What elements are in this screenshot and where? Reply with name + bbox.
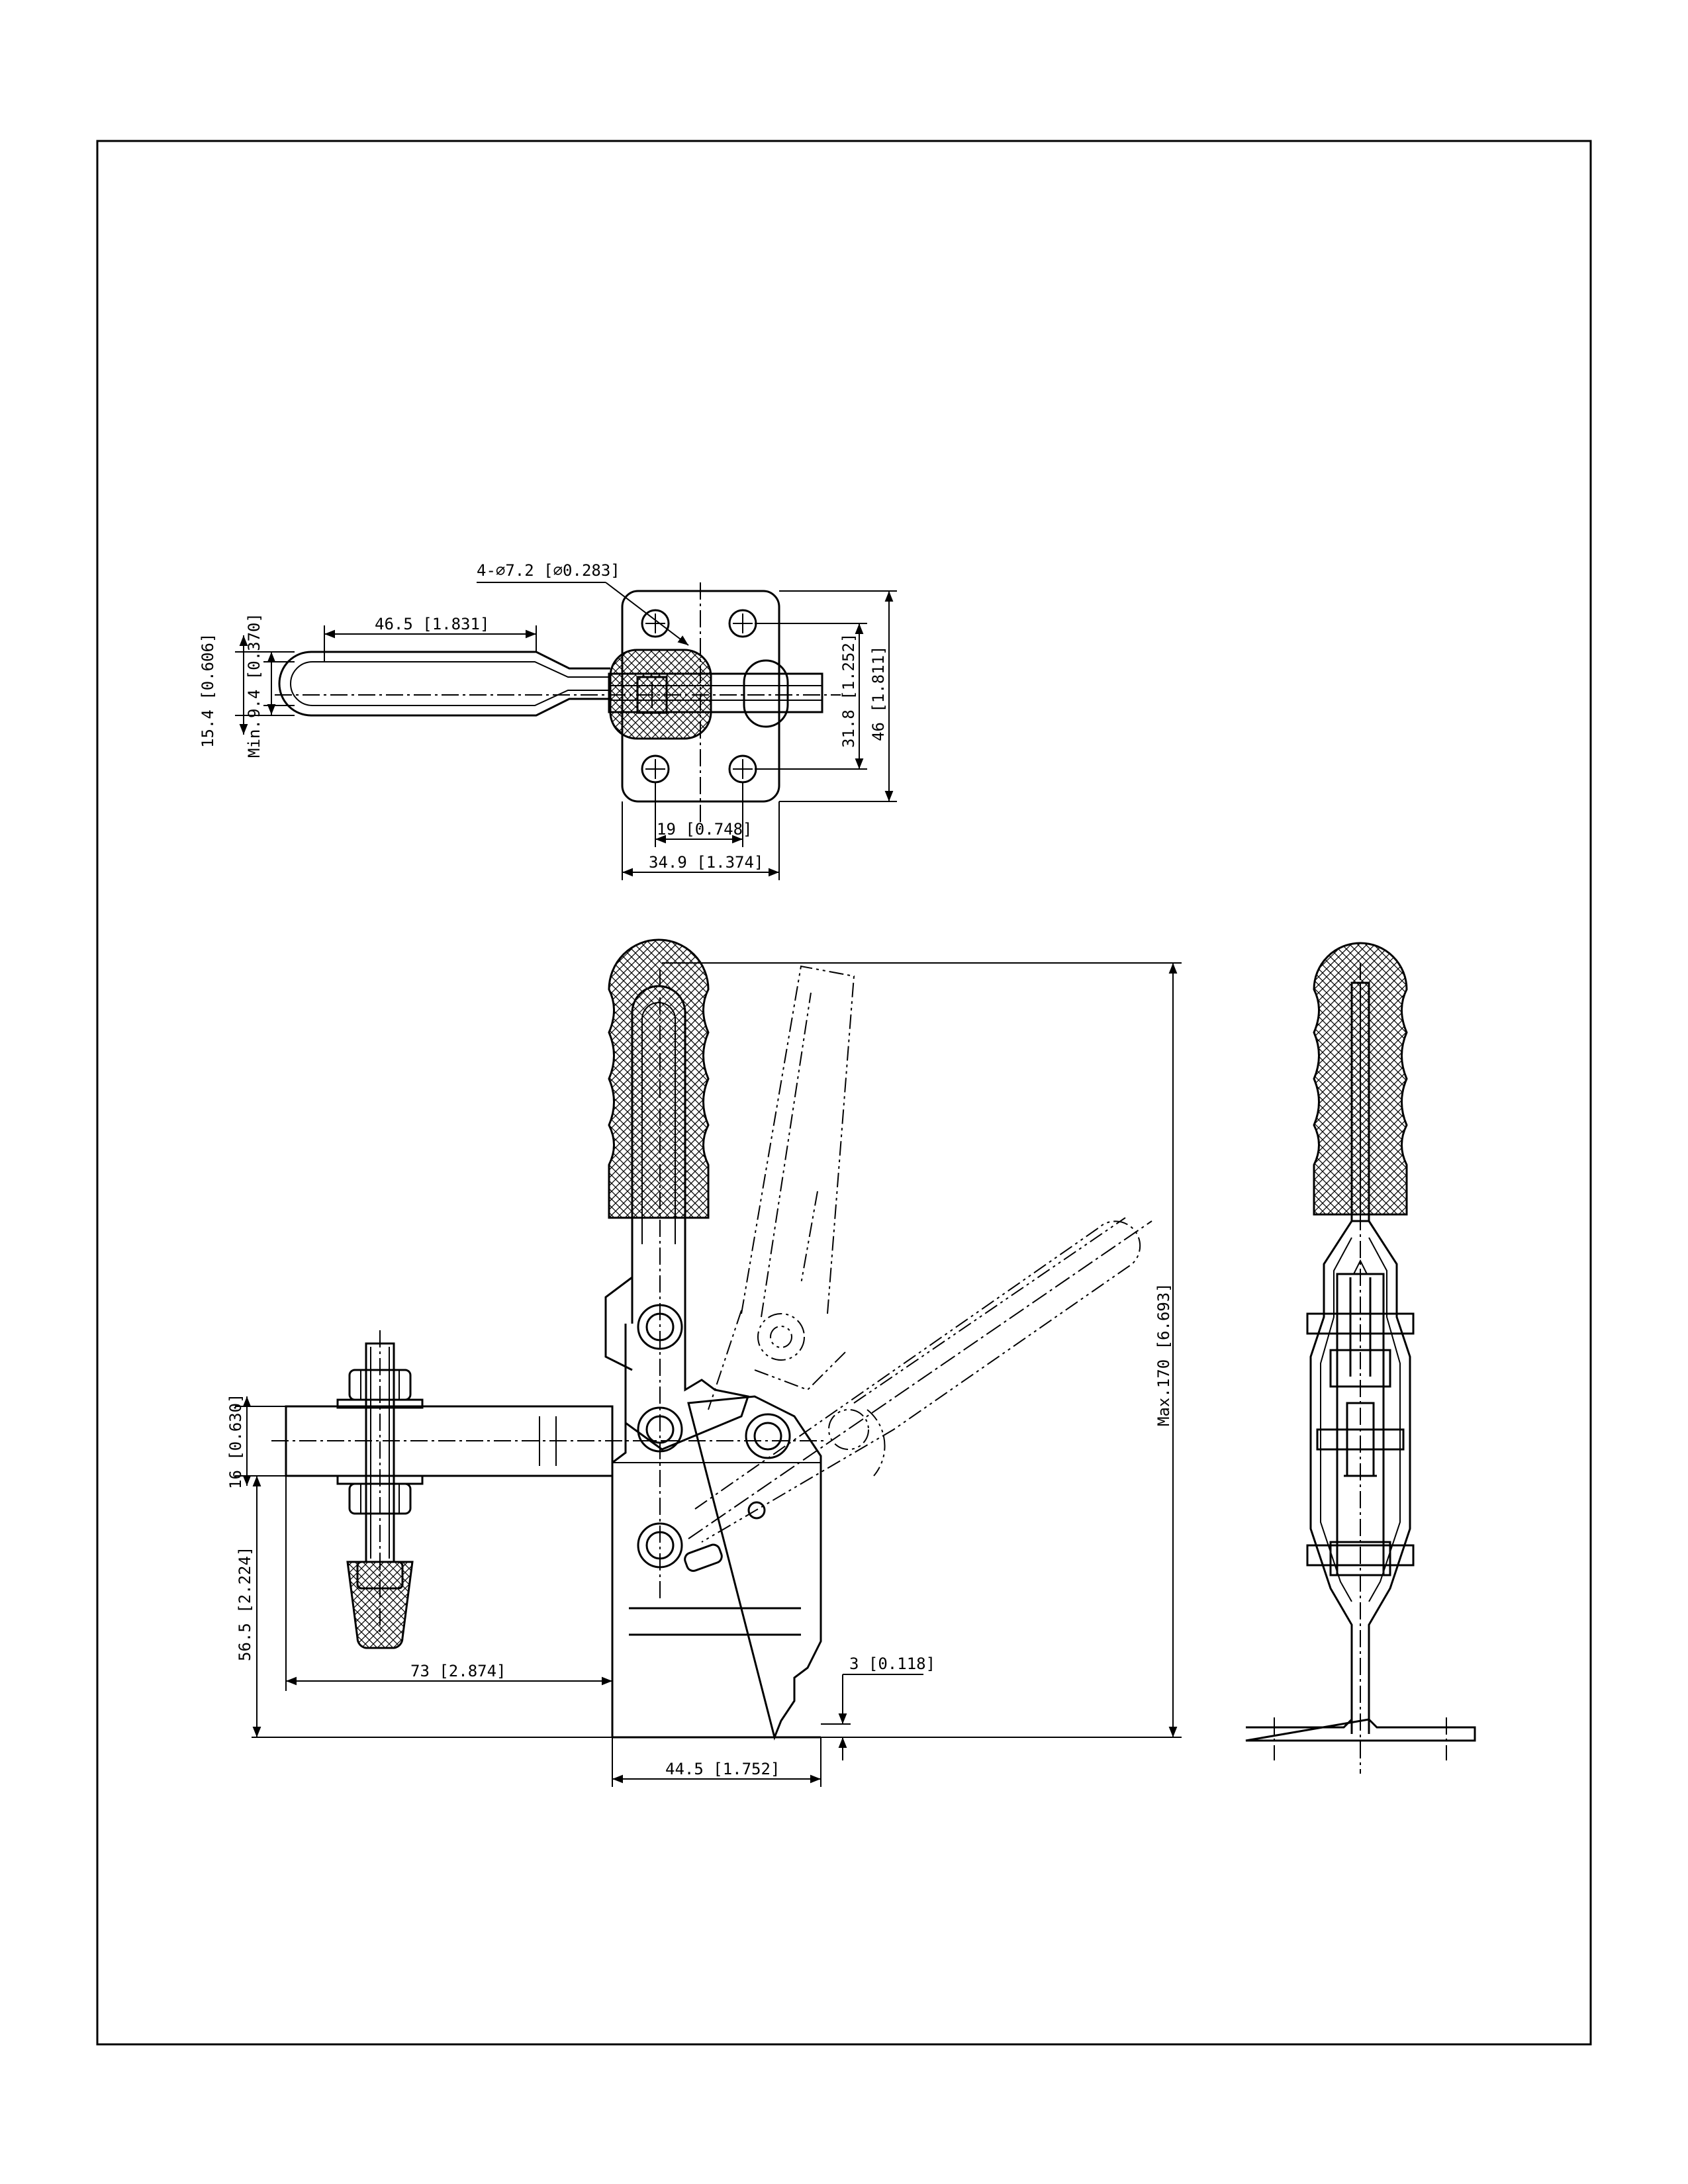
handle-loop — [278, 651, 610, 717]
pivot-ring — [743, 659, 789, 728]
top-washer — [336, 1398, 424, 1409]
clamp-bar-top — [608, 672, 823, 713]
dim-handle-length: 46.5 [1.831] — [375, 615, 489, 633]
dim-arm-reach: 73 [2.874] — [410, 1662, 506, 1680]
dim-base-height: 46 [1.811] — [869, 646, 888, 742]
handle-grip — [608, 938, 710, 1219]
holes-callout: 4-⌀7.2 [⌀0.283] — [477, 561, 620, 580]
drawing-frame — [96, 140, 1592, 2046]
dim-handle-min: 9.4 [0.370] — [245, 613, 263, 718]
handle-arm — [631, 1218, 686, 1324]
dim-base-offset: 3 [0.118] — [849, 1655, 935, 1673]
dim-base-length: 44.5 [1.752] — [665, 1760, 780, 1778]
side-link-outer — [1309, 1220, 1411, 1734]
dim-max-height: Max.170 [6.693] — [1154, 1283, 1173, 1426]
bottom-nut — [348, 1482, 412, 1515]
dim-hole-pitch-x: 19 [0.748] — [657, 820, 753, 839]
dim-handle-width: 15.4 [0.606] — [199, 633, 217, 748]
dim-base-width: 34.9 [1.374] — [649, 853, 763, 872]
mounting-hole — [641, 609, 670, 638]
side-base — [1245, 1718, 1476, 1742]
dim-arm-height: 56.5 [2.224] — [236, 1547, 254, 1661]
top-view: 46.5 [1.831] 15.4 [0.606] Min. 9.4 [0.37… — [199, 561, 897, 880]
handle-bar — [631, 985, 686, 1257]
front-view: Max.170 [6.693] 16 [0.630] 56.5 [2.224] … — [226, 938, 1182, 1787]
side-pin-lower — [1306, 1544, 1415, 1567]
pivot-link — [745, 1413, 791, 1459]
dim-hole-pitch-y: 31.8 [1.252] — [839, 633, 858, 748]
stop-block — [684, 1543, 723, 1572]
phantom-positions — [688, 965, 1152, 1543]
side-view — [1245, 942, 1476, 1774]
body — [611, 1395, 822, 1741]
spindle-tip — [346, 1561, 414, 1649]
dim-min-label: Min. — [245, 719, 263, 758]
stop-pin — [747, 1501, 766, 1520]
dim-arm-thickness: 16 [0.630] — [226, 1394, 245, 1490]
